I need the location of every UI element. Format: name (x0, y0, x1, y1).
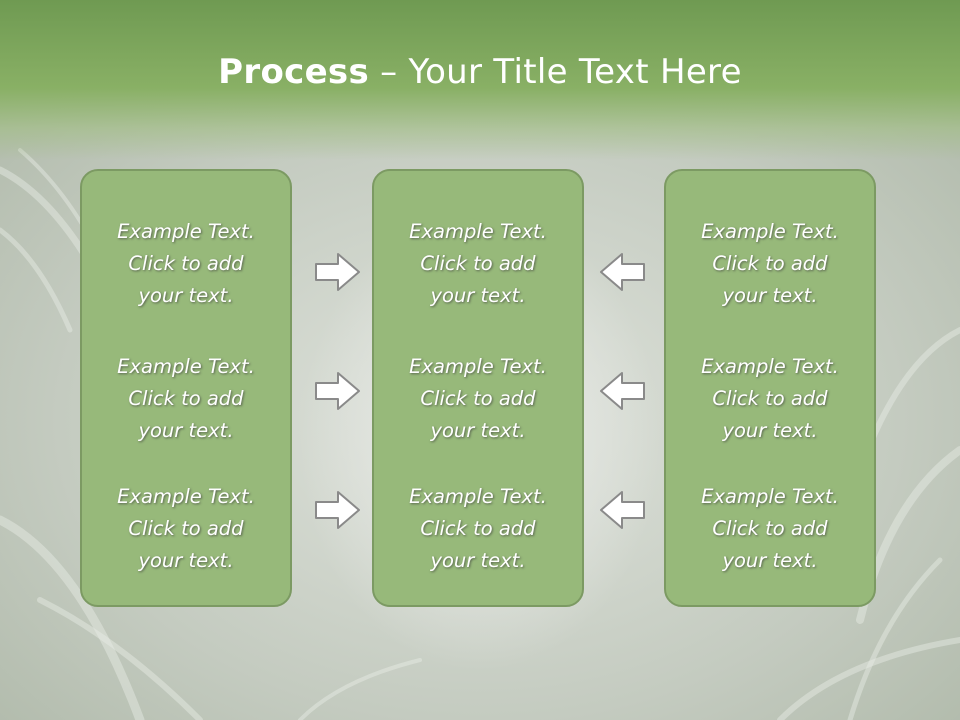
text-line: your text. (138, 419, 234, 442)
text-line: Click to add (128, 517, 244, 540)
text-line: Example Text. (117, 485, 255, 508)
right-arrow-icon (315, 253, 360, 291)
text-line: Click to add (420, 387, 536, 410)
left-arrow-icon (600, 372, 645, 410)
left-arrow-icon (600, 253, 645, 291)
text-line: your text. (430, 549, 526, 572)
text-line: Click to add (128, 387, 244, 410)
panel-text-block[interactable]: Example Text. Click to add your text. (374, 216, 582, 312)
panel-text-block[interactable]: Example Text. Click to add your text. (374, 481, 582, 577)
title-rest: – Your Title Text Here (369, 52, 742, 92)
text-line: Example Text. (117, 220, 255, 243)
text-line: your text. (722, 549, 818, 572)
panel-text-block[interactable]: Example Text. Click to add your text. (666, 351, 874, 447)
text-line: your text. (722, 284, 818, 307)
panel-text-block[interactable]: Example Text. Click to add your text. (82, 481, 290, 577)
right-arrow-icon (315, 372, 360, 410)
title-band (0, 0, 960, 160)
text-line: your text. (430, 284, 526, 307)
right-arrow-icon (315, 491, 360, 529)
text-line: your text. (722, 419, 818, 442)
text-line: Example Text. (701, 355, 839, 378)
panel-text-block[interactable]: Example Text. Click to add your text. (374, 351, 582, 447)
text-line: your text. (430, 419, 526, 442)
text-line: Click to add (128, 252, 244, 275)
text-line: your text. (138, 284, 234, 307)
panel-text-block[interactable]: Example Text. Click to add your text. (82, 216, 290, 312)
process-panel-center[interactable]: Example Text. Click to add your text. Ex… (372, 169, 584, 607)
process-panel-right[interactable]: Example Text. Click to add your text. Ex… (664, 169, 876, 607)
process-panel-left[interactable]: Example Text. Click to add your text. Ex… (80, 169, 292, 607)
text-line: your text. (138, 549, 234, 572)
panel-text-block[interactable]: Example Text. Click to add your text. (82, 351, 290, 447)
title-bold: Process (218, 52, 370, 92)
text-line: Click to add (712, 252, 828, 275)
text-line: Example Text. (409, 220, 547, 243)
text-line: Click to add (712, 517, 828, 540)
text-line: Click to add (420, 252, 536, 275)
left-arrow-icon (600, 491, 645, 529)
text-line: Example Text. (117, 355, 255, 378)
text-line: Example Text. (701, 220, 839, 243)
text-line: Example Text. (409, 485, 547, 508)
panel-text-block[interactable]: Example Text. Click to add your text. (666, 216, 874, 312)
panel-text-block[interactable]: Example Text. Click to add your text. (666, 481, 874, 577)
text-line: Example Text. (701, 485, 839, 508)
slide-title[interactable]: Process – Your Title Text Here (0, 52, 960, 92)
text-line: Example Text. (409, 355, 547, 378)
text-line: Click to add (420, 517, 536, 540)
text-line: Click to add (712, 387, 828, 410)
